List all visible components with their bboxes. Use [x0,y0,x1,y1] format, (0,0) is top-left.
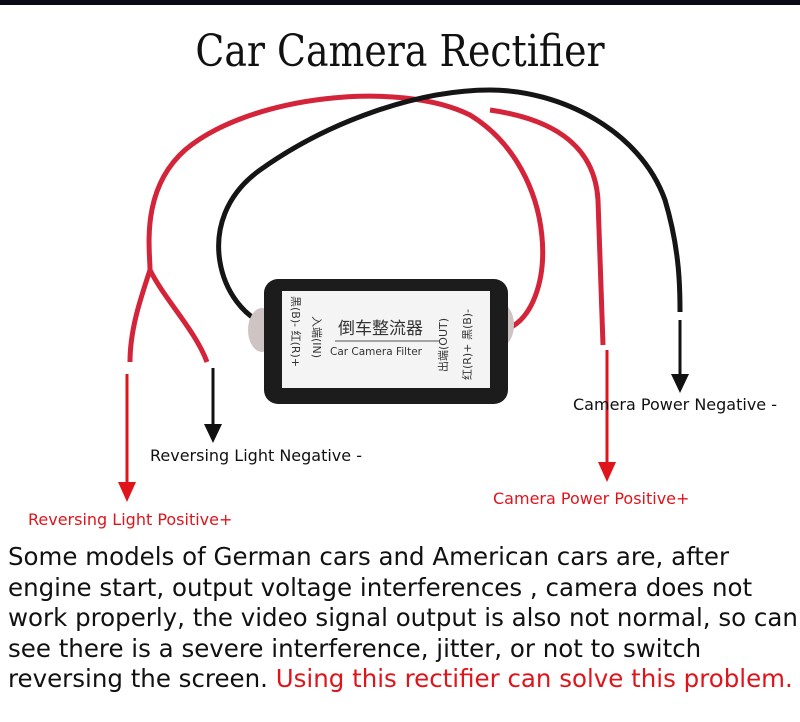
box-label [282,291,490,388]
label-camera-positive: Camera Power Positive+ [493,489,690,508]
description-text: Some models of German cars and American … [8,542,798,693]
device-name-en: Car Camera Filter [330,346,423,358]
device-name-cn: 倒车整流器 [338,319,423,339]
arrow-reversing-negative [204,368,222,443]
left-port-label: 入端(IN) [310,316,323,358]
red-wire [147,268,210,363]
arrow-camera-negative [671,320,689,393]
black-wire [216,87,683,328]
label-reversing-positive: Reversing Light Positive+ [28,510,233,529]
description-highlight: Using this rectifier can solve this prob… [275,664,793,693]
right-wires-label: 红(R)+ 黑(B)- [461,309,474,380]
arrow-reversing-positive [118,374,136,502]
label-camera-negative: Camera Power Negative - [573,395,777,414]
top-bar [0,0,800,5]
arrow-camera-positive [598,350,616,482]
page-title: Car Camera Rectifier [195,26,605,77]
label-reversing-negative: Reversing Light Negative - [150,446,362,465]
red-wire [489,107,606,346]
description: Some models of German cars and American … [8,542,798,695]
left-wires-label: 黑(B)- 红(R)+ [289,296,302,367]
right-port-label: 出端(OUT) [436,318,450,372]
